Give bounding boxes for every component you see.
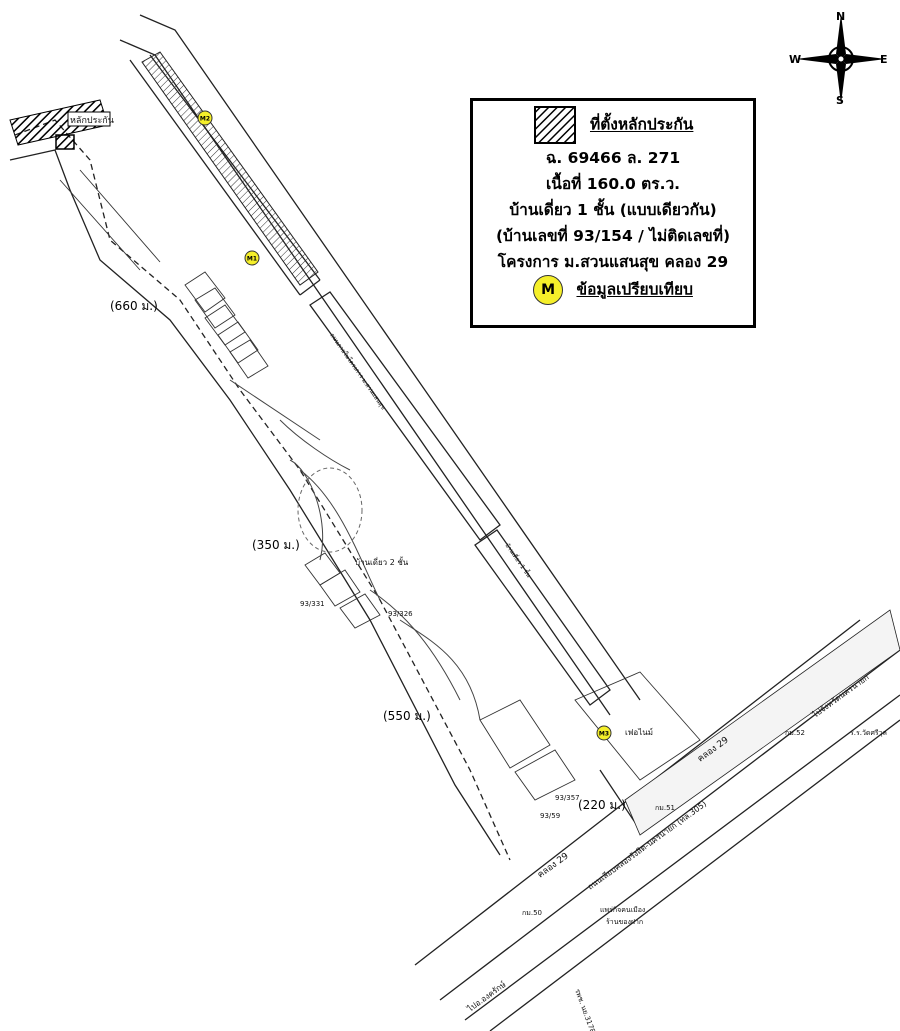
rural-road-label: รพช. นย.3178 [573,988,596,1031]
khlong-29-bottom-label: คลอง 29 [536,851,571,880]
plot-grid [59,169,269,379]
km51-label: กม.51 [655,804,675,812]
comparison-marker-m3: M3 [596,725,612,741]
comparison-marker-text: M2 [200,116,210,123]
collateral-tag-text: หลักประกัน [70,116,114,126]
legend-collateral-title: ที่ตั้งหลักประกัน [589,115,694,134]
house-row-label: บ้านเดี่ยว 1 ชั้น [503,540,534,578]
comparison-marker-m2: M2 [197,110,213,126]
interior-roads [229,379,481,721]
comparison-marker-text: M3 [599,731,609,738]
compass-south: S [836,94,844,107]
distance-550: (550 ม.) [383,709,431,723]
project-road-label: ถนนภายในโครงการ ม.สวนแสนสุข [328,332,387,412]
compass-east: E [880,53,888,66]
collateral-tag: หลักประกัน [67,111,114,127]
lower-houses [304,552,701,801]
house-93-59-label: 93/59 [540,812,560,820]
hatch-swatch-icon [533,106,576,144]
legend-area: เนื้อที่ 160.0 ตร.ว. [545,175,681,193]
project-boundary [9,14,641,861]
compass-north: N [836,10,846,23]
house-corner-label: บ้านเดี่ยว 2 ชั้น [355,556,409,567]
comparison-marker-icon: M [533,275,564,305]
house-93-326-label: 93/326 [388,610,413,618]
distance-350: (350 ม.) [252,538,300,552]
house-93-357-label: 93/357 [555,794,580,802]
km52-label: กม.52 [785,729,805,737]
distance-660: (660 ม.) [110,299,158,313]
hatched-house-row [9,51,319,286]
km50-label: กม.50 [522,909,542,917]
distance-220: (220 ม.) [578,798,626,812]
comparison-marker-text: M1 [247,256,257,263]
compass-rose-icon [796,14,886,104]
canal [624,609,900,836]
legend-box: ที่ตั้งหลักประกัน ฉ. 69466 ล. 271 เนื้อท… [470,98,756,328]
compass-west: W [789,53,802,66]
police-label: แพร่กิจคนเมือง [600,906,645,914]
house-93-331-label: 93/331 [300,600,325,608]
collateral-plot [55,134,75,150]
temple-label: ร.ร.วัดศรีวุล [850,729,887,737]
legend-house-no: (บ้านเลขที่ 93/154 / ไม่ติดเลขที่) [495,227,731,245]
legend-title-deed: ฉ. 69466 ล. 271 [545,149,681,167]
to-ongkharak-label: ไปอ.องครักษ์ [464,979,507,1014]
comparison-marker-m1: M1 [244,250,260,266]
market-label: เฟอไนม์ [625,727,653,737]
legend-project: โครงการ ม.สวนแสนสุข คลอง 29 [497,253,729,271]
shop-label: ร้านของฝาก [606,918,643,926]
legend-building: บ้านเดี่ยว 1 ชั้น (แบบเดียวกัน) [509,201,717,219]
legend-comparison-label: ข้อมูลเปรียบเทียบ [576,280,693,299]
